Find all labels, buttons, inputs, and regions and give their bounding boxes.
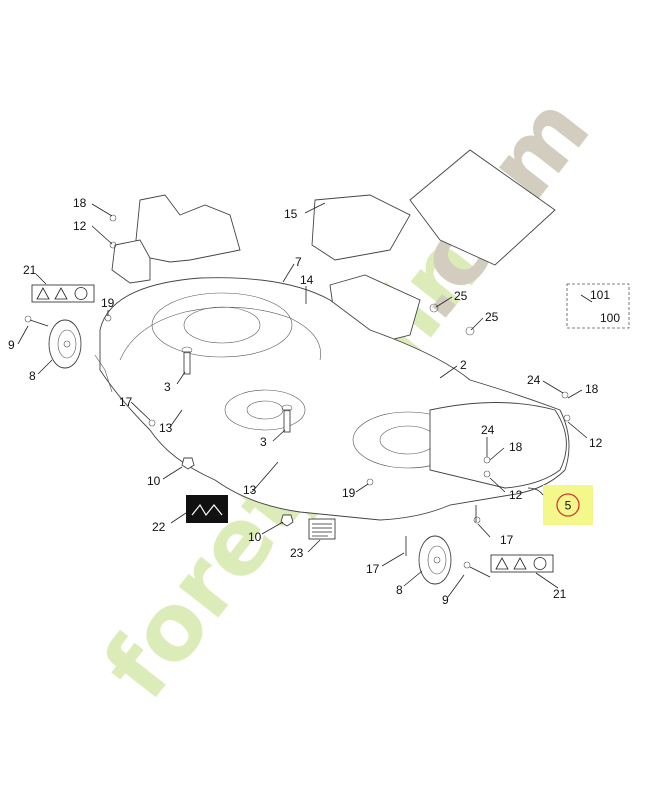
callout-7: 7 bbox=[295, 255, 302, 269]
warning-decal-left bbox=[31, 284, 95, 303]
callout-100: 100 bbox=[600, 311, 620, 325]
callout-17: 17 bbox=[366, 562, 380, 576]
callout-12: 12 bbox=[589, 436, 603, 450]
callout-8: 8 bbox=[29, 369, 36, 383]
callout-13: 13 bbox=[243, 483, 257, 497]
callout-24: 24 bbox=[481, 423, 495, 437]
callout-25: 25 bbox=[454, 289, 468, 303]
callout-2: 2 bbox=[460, 358, 467, 372]
callout-101: 101 bbox=[590, 288, 610, 302]
leader-lines bbox=[17, 202, 593, 598]
mower-deck bbox=[94, 277, 570, 521]
callouts: 18 12 21 19 9 8 15 7 14 25 25 101 100 3 … bbox=[8, 196, 620, 607]
callout-3: 3 bbox=[164, 380, 171, 394]
callout-14: 14 bbox=[300, 273, 314, 287]
callout-3: 3 bbox=[260, 435, 267, 449]
callout-8: 8 bbox=[396, 583, 403, 597]
height-decal bbox=[186, 495, 228, 523]
callout-21: 21 bbox=[553, 587, 567, 601]
hardware-kit-box bbox=[566, 283, 630, 329]
warning-decal-right bbox=[490, 554, 554, 573]
callout-15: 15 bbox=[284, 207, 298, 221]
callout-19: 19 bbox=[342, 486, 356, 500]
callout-21: 21 bbox=[23, 263, 37, 277]
callout-25: 25 bbox=[485, 310, 499, 324]
callout-24: 24 bbox=[527, 373, 541, 387]
upper-frame bbox=[111, 149, 556, 346]
callout-10: 10 bbox=[147, 474, 161, 488]
callout-17: 17 bbox=[119, 395, 133, 409]
callout-9: 9 bbox=[8, 338, 15, 352]
callout-12: 12 bbox=[509, 488, 523, 502]
small-parts bbox=[24, 214, 571, 578]
info-decal bbox=[308, 518, 336, 540]
callout-19: 19 bbox=[101, 296, 115, 310]
callout-23: 23 bbox=[290, 546, 304, 560]
callout-9: 9 bbox=[442, 593, 449, 607]
highlight-part-5[interactable]: 5 bbox=[527, 485, 593, 525]
callout-10: 10 bbox=[248, 530, 262, 544]
highlight-label: 5 bbox=[565, 499, 572, 513]
callout-22: 22 bbox=[152, 520, 166, 534]
callout-12: 12 bbox=[73, 219, 87, 233]
wheel-right bbox=[418, 535, 452, 585]
callout-18: 18 bbox=[509, 440, 523, 454]
callout-18: 18 bbox=[73, 196, 87, 210]
callout-13: 13 bbox=[159, 421, 173, 435]
callout-17: 17 bbox=[500, 533, 514, 547]
callout-18: 18 bbox=[585, 382, 599, 396]
wheel-left bbox=[48, 319, 82, 369]
